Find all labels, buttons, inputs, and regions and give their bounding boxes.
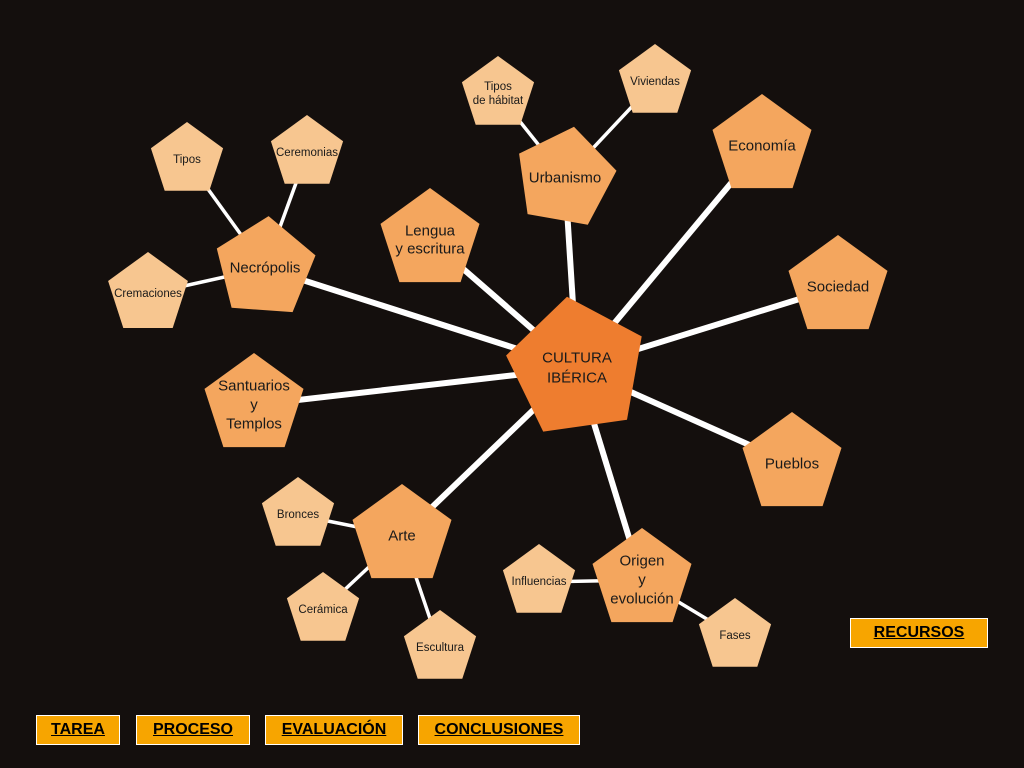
node-economia-label: Economía (728, 138, 796, 155)
node-cultura-iberica-label: IBÉRICA (547, 370, 607, 387)
node-escultura-pentagon (403, 610, 477, 679)
node-fases-label: Fases (719, 630, 751, 642)
node-santuarios-templos-pentagon (204, 353, 304, 448)
node-ceramica-label: Cerámica (298, 604, 348, 616)
node-fases[interactable]: Fases (698, 598, 772, 667)
node-urbanismo[interactable]: Urbanismo (519, 126, 617, 225)
node-necropolis-pentagon (216, 216, 316, 313)
node-bronces-label: Bronces (277, 509, 319, 521)
node-escultura-label: Escultura (416, 642, 465, 654)
node-cultura-iberica-label: CULTURA (542, 350, 612, 367)
node-tipos-label: Tipos (173, 154, 201, 166)
node-economia-pentagon (712, 94, 812, 189)
node-cultura-iberica-pentagon (506, 296, 642, 432)
node-necropolis[interactable]: Necrópolis (216, 216, 316, 313)
node-necropolis-label: Necrópolis (230, 260, 301, 277)
node-ceremonias-label: Ceremonias (276, 147, 338, 159)
conclusiones-button[interactable]: CONCLUSIONES (418, 715, 580, 745)
node-pueblos-pentagon (742, 412, 842, 507)
node-cremaciones-label: Cremaciones (114, 288, 182, 300)
node-tipos-habitat[interactable]: Tipos de hábitat (461, 56, 535, 125)
node-lengua-escritura-label: y escritura (395, 241, 465, 258)
node-tipos-habitat-label: de hábitat (473, 95, 524, 107)
node-pueblos-label: Pueblos (765, 456, 819, 473)
node-urbanismo-pentagon (519, 126, 617, 225)
node-tipos-habitat-label: Tipos (484, 81, 512, 93)
node-sociedad-label: Sociedad (807, 279, 870, 296)
node-tipos-habitat-pentagon (461, 56, 535, 125)
node-tipos-pentagon (150, 122, 224, 191)
node-santuarios-templos-label: Santuarios (218, 378, 290, 395)
node-influencias-label: Influencias (512, 576, 567, 588)
node-ceremonias-pentagon (270, 115, 344, 184)
recursos-button[interactable]: RECURSOS (850, 618, 988, 648)
node-ceramica-pentagon (286, 572, 360, 641)
node-sociedad-pentagon (788, 235, 888, 330)
node-urbanismo-label: Urbanismo (529, 170, 602, 187)
node-viviendas-label: Viviendas (630, 76, 680, 88)
node-cremaciones[interactable]: Cremaciones (108, 252, 188, 328)
node-pueblos[interactable]: Pueblos (742, 412, 842, 507)
node-viviendas[interactable]: Viviendas (618, 44, 692, 113)
node-lengua-escritura-label: Lengua (405, 223, 456, 240)
node-origen-evolucion-label: y (638, 572, 646, 589)
node-viviendas-pentagon (618, 44, 692, 113)
node-arte-label: Arte (388, 528, 416, 545)
node-influencias-pentagon (502, 544, 576, 613)
node-santuarios-templos-label: y (250, 397, 258, 414)
node-tipos[interactable]: Tipos (150, 122, 224, 191)
node-origen-evolucion-pentagon (592, 528, 692, 623)
node-cultura-iberica[interactable]: CULTURA IBÉRICA (506, 296, 642, 432)
node-santuarios-templos-label: Templos (226, 416, 282, 433)
node-influencias[interactable]: Influencias (502, 544, 576, 613)
node-arte-pentagon (352, 484, 452, 579)
evaluacion-button[interactable]: EVALUACIÓN (265, 715, 403, 745)
node-escultura[interactable]: Escultura (403, 610, 477, 679)
proceso-button[interactable]: PROCESO (136, 715, 250, 745)
node-origen-evolucion-label: evolución (610, 591, 673, 608)
node-arte[interactable]: Arte (352, 484, 452, 579)
node-ceramica[interactable]: Cerámica (286, 572, 360, 641)
node-fases-pentagon (698, 598, 772, 667)
node-bronces[interactable]: Bronces (261, 477, 335, 546)
node-bronces-pentagon (261, 477, 335, 546)
node-ceremonias[interactable]: Ceremonias (270, 115, 344, 184)
tarea-button[interactable]: TAREA (36, 715, 120, 745)
node-lengua-escritura-pentagon (380, 188, 480, 283)
node-cremaciones-pentagon (108, 252, 188, 328)
node-sociedad[interactable]: Sociedad (788, 235, 888, 330)
node-origen-evolucion-label: Origen (619, 553, 664, 570)
node-origen-evolucion[interactable]: Origen y evolución (592, 528, 692, 623)
node-economia[interactable]: Economía (712, 94, 812, 189)
